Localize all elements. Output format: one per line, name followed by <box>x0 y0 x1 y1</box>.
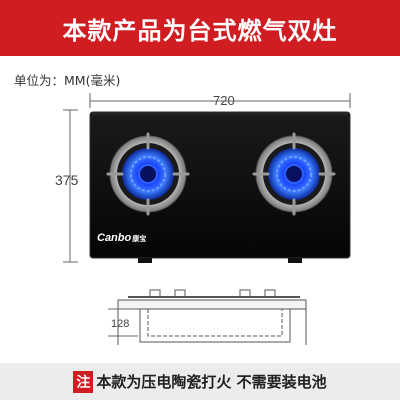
title-banner: 本款产品为台式燃气双灶 <box>0 0 400 56</box>
unit-label: 单位为：MM(毫米) <box>14 73 121 88</box>
depth-dimension-line <box>108 308 138 337</box>
brand-logo: Canbo康宝 <box>97 232 146 244</box>
height-dimension-line <box>63 109 78 263</box>
note-tag: 注 <box>73 370 94 393</box>
right-burner <box>252 132 336 216</box>
left-burner <box>106 132 190 216</box>
depth-dimension-label: 128 <box>111 318 130 330</box>
stove-foot-left <box>138 258 152 263</box>
footer-note: 注 本款为压电陶瓷打火 不需要装电池 <box>0 363 400 400</box>
brand-name: Canbo <box>97 232 132 244</box>
brand-cn: 康宝 <box>132 236 147 243</box>
page-title: 本款产品为台式燃气双灶 <box>62 16 338 45</box>
stove-foot-right <box>288 258 302 263</box>
width-dimension-line <box>89 93 351 108</box>
height-dimension-label: 375 <box>55 172 79 188</box>
side-profile-diagram <box>117 289 307 345</box>
note-text: 本款为压电陶瓷打火 不需要装电池 <box>96 373 327 391</box>
